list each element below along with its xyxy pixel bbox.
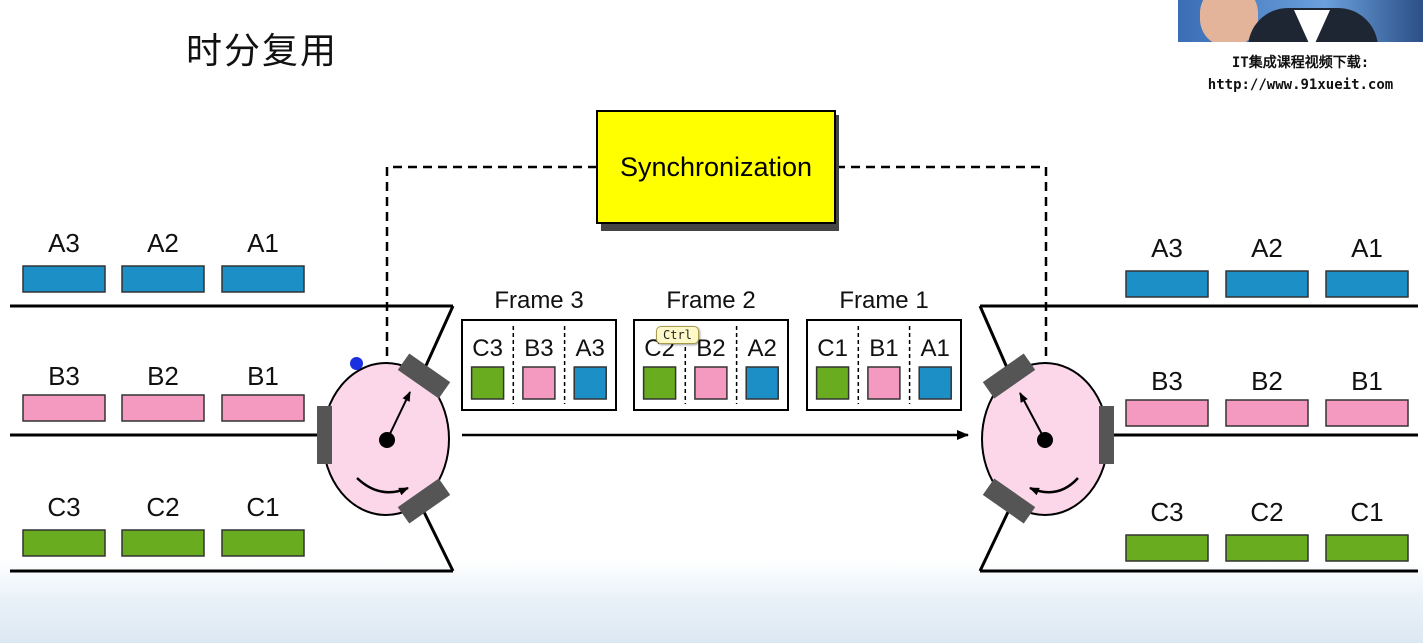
sync-label: Synchronization — [620, 152, 812, 182]
input-unit-label-a3: A3 — [48, 228, 80, 258]
watermark-url: http://www.91xueit.com — [1207, 77, 1394, 93]
frame-slot-a2 — [745, 366, 779, 400]
input-unit-label-a2: A2 — [147, 228, 179, 258]
output-unit-label-a3: A3 — [1151, 233, 1183, 263]
mux-bottom-taper — [422, 511, 455, 572]
frame-slot-label-c3: C3 — [472, 335, 503, 362]
input-unit-label-b3: B3 — [48, 361, 80, 391]
output-unit-label-c3: C3 — [1150, 497, 1183, 527]
input-unit-b3 — [22, 394, 106, 422]
presenter-face — [1200, 0, 1258, 42]
input-unit-label-b2: B2 — [147, 361, 179, 391]
input-unit-label-c3: C3 — [47, 492, 80, 522]
frame-slot-label-c1: C1 — [817, 335, 848, 362]
frame-slot-a3 — [573, 366, 607, 400]
frame-slot-b2 — [694, 366, 728, 400]
frame-slot-label-a2: A2 — [748, 335, 777, 362]
output-unit-label-b3: B3 — [1151, 366, 1183, 396]
output-unit-label-b2: B2 — [1251, 366, 1283, 396]
sync-dashed-line-left — [385, 165, 597, 440]
input-unit-b2 — [121, 394, 205, 422]
output-unit-label-a2: A2 — [1251, 233, 1283, 263]
input-unit-a1 — [221, 265, 305, 293]
frame-slot-c2 — [642, 366, 677, 400]
slide-title: 时分复用 — [186, 31, 339, 72]
output-unit-c2 — [1225, 534, 1309, 562]
output-unit-label-a1: A1 — [1351, 233, 1383, 263]
frame-slot-c3 — [470, 366, 505, 400]
output-unit-a2 — [1225, 270, 1309, 298]
mux-switch — [317, 353, 451, 524]
demux-output-contact — [1099, 406, 1114, 464]
input-unit-c2 — [121, 529, 205, 557]
sync-dashed-line-right — [836, 165, 1048, 440]
output-unit-c3 — [1125, 534, 1209, 562]
input-unit-label-c1: C1 — [246, 492, 279, 522]
mux-rotation-arrow — [356, 477, 409, 496]
watermark: IT集成课程视频下载: http://www.91xueit.com — [1178, 52, 1423, 96]
input-unit-c3 — [22, 529, 106, 557]
pointer-cursor-dot — [350, 357, 363, 370]
output-unit-b3 — [1125, 399, 1209, 427]
ctrl-key-hint: Ctrl — [656, 326, 699, 344]
output-unit-b2 — [1225, 399, 1309, 427]
frame-slot-label-a1: A1 — [921, 335, 950, 362]
output-unit-label-c2: C2 — [1250, 497, 1283, 527]
output-unit-c1 — [1325, 534, 1409, 562]
output-unit-a3 — [1125, 270, 1209, 298]
frame-slot-label-b2: B2 — [696, 335, 725, 362]
mux-top-taper — [422, 305, 455, 371]
frame-slot-c1 — [815, 366, 850, 400]
presenter-video-thumbnail — [1178, 0, 1423, 42]
demux-rotation-arrow — [1029, 477, 1079, 496]
watermark-line-1: IT集成课程视频下载: — [1231, 55, 1370, 71]
input-unit-a2 — [121, 265, 205, 293]
output-unit-a1 — [1325, 270, 1409, 298]
frame-slot-b1 — [867, 366, 901, 400]
frame-slot-a1 — [918, 366, 952, 400]
mux-output-contact-top — [397, 353, 451, 399]
frame-label: Frame 3 — [494, 287, 583, 314]
input-unit-label-b1: B1 — [247, 361, 279, 391]
frame-label: Frame 2 — [666, 287, 755, 314]
demux-switch-arm — [1019, 392, 1046, 441]
input-unit-b1 — [221, 394, 305, 422]
demux-input-contact-bottom — [982, 478, 1036, 524]
input-unit-label-a1: A1 — [247, 228, 279, 258]
mux-input-contact — [317, 406, 332, 464]
input-unit-a3 — [22, 265, 106, 293]
input-unit-label-c2: C2 — [146, 492, 179, 522]
mux-switch-arm — [386, 391, 411, 441]
frame-label: Frame 1 — [839, 287, 928, 314]
input-unit-c1 — [221, 529, 305, 557]
demux-top-taper — [978, 305, 1010, 371]
frame-slot-label-b3: B3 — [524, 335, 553, 362]
output-unit-label-b1: B1 — [1351, 366, 1383, 396]
mux-output-contact-bottom — [397, 478, 451, 524]
output-unit-label-c1: C1 — [1350, 497, 1383, 527]
sync-box — [596, 110, 836, 224]
frame-slot-b3 — [522, 366, 556, 400]
demux-switch — [981, 353, 1114, 524]
frame-slot-label-b1: B1 — [869, 335, 898, 362]
demux-input-contact-top — [982, 353, 1036, 399]
output-unit-b1 — [1325, 399, 1409, 427]
demux-bottom-taper — [978, 511, 1010, 572]
frame-slot-label-a3: A3 — [576, 335, 605, 362]
